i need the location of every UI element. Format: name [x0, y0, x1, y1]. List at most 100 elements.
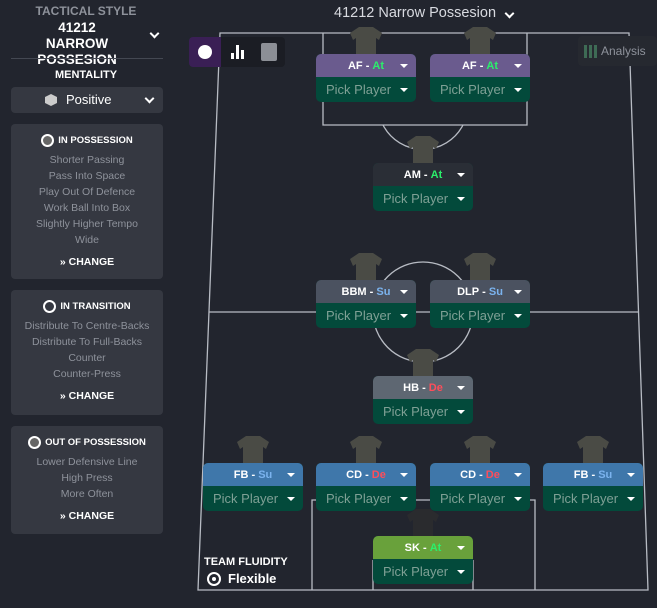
- dropdown-arrow-icon: [457, 569, 465, 574]
- mentality-dropdown[interactable]: Positive: [11, 87, 163, 113]
- dropdown-arrow-icon: [400, 313, 408, 318]
- role-label: AF: [461, 59, 477, 72]
- pick-player-label: Pick Player: [213, 491, 279, 506]
- pick-player-dropdown[interactable]: Pick Player: [373, 399, 473, 424]
- dropdown-arrow-icon: [457, 196, 465, 201]
- position-card: HB - De Pick Player: [373, 376, 473, 424]
- pick-player-label: Pick Player: [326, 308, 392, 323]
- position-card: AF - At Pick Player: [430, 54, 530, 102]
- pick-player-dropdown[interactable]: Pick Player: [543, 486, 643, 511]
- dropdown-arrow-icon: [514, 496, 522, 501]
- shirt-icon: [463, 26, 497, 56]
- dropdown-arrow-icon: [457, 172, 465, 177]
- dropdown-arrow-icon: [400, 63, 408, 68]
- dropdown-arrow-icon: [457, 545, 465, 550]
- dropdown-arrow-icon: [457, 409, 465, 414]
- instruction: Lower Defensive Line: [36, 456, 138, 468]
- instruction: Counter-Press: [53, 368, 121, 380]
- pick-player-dropdown[interactable]: Pick Player: [430, 77, 530, 102]
- pick-player-label: Pick Player: [383, 404, 449, 419]
- role-selector[interactable]: CD - De: [316, 463, 416, 486]
- role-label: AM: [403, 168, 421, 181]
- double-chevron-icon: »: [59, 510, 69, 522]
- sidebar: TACTICAL STYLE 41212 NARROW POSSESION ME…: [0, 0, 172, 608]
- pick-player-label: Pick Player: [383, 191, 449, 206]
- in-transition-panel: IN TRANSITION Distribute To Centre-Backs…: [11, 290, 163, 415]
- analysis-button[interactable]: Analysis: [578, 36, 657, 66]
- tactical-style-name[interactable]: 41212 NARROW POSSESION: [37, 20, 117, 67]
- dropdown-arrow-icon: [514, 63, 522, 68]
- duty-label: Su: [376, 285, 391, 298]
- shirt-icon: [236, 435, 270, 465]
- instructions-view-button[interactable]: [253, 37, 285, 67]
- panel-title: IN TRANSITION: [60, 300, 131, 312]
- role-selector[interactable]: DLP - Su: [430, 280, 530, 303]
- position-card: BBM - Su Pick Player: [316, 280, 416, 328]
- pick-player-dropdown[interactable]: Pick Player: [430, 303, 530, 328]
- shirt-icon: [406, 508, 440, 538]
- pick-player-dropdown[interactable]: Pick Player: [316, 77, 416, 102]
- role-label: FB: [233, 468, 249, 481]
- position-card: SK - At Pick Player: [373, 536, 473, 584]
- out-of-possession-panel: OUT OF POSSESSION Lower Defensive Line H…: [11, 426, 163, 534]
- role-selector[interactable]: FB - Su: [543, 463, 643, 486]
- shirt-icon: [349, 435, 383, 465]
- instruction: More Often: [60, 488, 114, 500]
- change-button[interactable]: » CHANGE: [59, 390, 115, 402]
- shirt-icon: [349, 26, 383, 56]
- team-fluidity-label: TEAM FLUIDITY: [204, 556, 288, 568]
- shirt-icon: [406, 348, 440, 378]
- role-selector[interactable]: HB - De: [373, 376, 473, 399]
- info-icon: [261, 43, 277, 61]
- dropdown-arrow-icon: [514, 313, 522, 318]
- instruction: Counter: [68, 352, 106, 364]
- role-selector[interactable]: AF - At: [430, 54, 530, 77]
- stats-view-button[interactable]: [221, 37, 253, 67]
- grid-icon: [584, 44, 597, 58]
- instruction: Wide: [75, 234, 99, 246]
- instruction: Distribute To Centre-Backs: [24, 320, 150, 332]
- role-selector[interactable]: SK - At: [373, 536, 473, 559]
- pick-player-dropdown[interactable]: Pick Player: [316, 486, 416, 511]
- duty-label: At: [372, 59, 385, 72]
- pick-player-dropdown[interactable]: Pick Player: [203, 486, 303, 511]
- pick-player-dropdown[interactable]: Pick Player: [373, 186, 473, 211]
- role-selector[interactable]: AF - At: [316, 54, 416, 77]
- tactic-title[interactable]: 41212 Narrow Possesion: [334, 5, 515, 21]
- role-label: SK: [404, 541, 420, 554]
- player-view-button[interactable]: [189, 37, 221, 67]
- pick-player-label: Pick Player: [440, 82, 506, 97]
- duty-label: De: [428, 381, 443, 394]
- shirt-icon: [463, 435, 497, 465]
- dropdown-arrow-icon: [514, 87, 522, 92]
- divider: [11, 58, 163, 59]
- team-fluidity-value: Flexible: [207, 571, 276, 586]
- change-button[interactable]: » CHANGE: [59, 256, 115, 268]
- duty-label: Su: [258, 468, 273, 481]
- mentality-label: MENTALITY: [54, 69, 118, 81]
- pick-player-label: Pick Player: [326, 491, 392, 506]
- instruction: Play Out Of Defence: [38, 186, 136, 198]
- role-selector[interactable]: AM - At: [373, 163, 473, 186]
- role-selector[interactable]: FB - Su: [203, 463, 303, 486]
- pick-player-dropdown[interactable]: Pick Player: [373, 559, 473, 584]
- double-chevron-icon: »: [59, 256, 69, 268]
- dropdown-arrow-icon: [400, 87, 408, 92]
- in-possession-panel: IN POSSESSION Shorter Passing Pass Into …: [11, 124, 163, 279]
- role-label: CD: [460, 468, 477, 481]
- pick-player-label: Pick Player: [383, 564, 449, 579]
- shirt-icon: [463, 252, 497, 282]
- role-selector[interactable]: BBM - Su: [316, 280, 416, 303]
- pick-player-dropdown[interactable]: Pick Player: [430, 486, 530, 511]
- duty-label: De: [485, 468, 500, 481]
- role-label: BBM: [341, 285, 367, 298]
- instruction: Distribute To Full-Backs: [31, 336, 143, 348]
- role-selector[interactable]: CD - De: [430, 463, 530, 486]
- pick-player-dropdown[interactable]: Pick Player: [316, 303, 416, 328]
- person-icon: [198, 45, 212, 59]
- change-button[interactable]: » CHANGE: [59, 510, 115, 522]
- mentality-value: Positive: [66, 92, 112, 107]
